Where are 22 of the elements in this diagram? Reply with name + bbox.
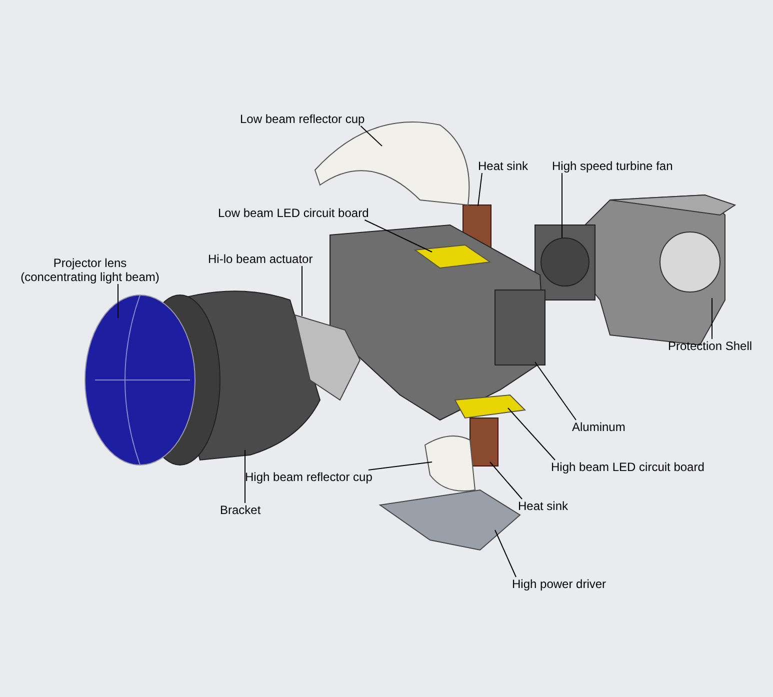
- leader-line: [478, 172, 482, 206]
- leader-line: [508, 408, 556, 460]
- part-label: Low beam LED circuit board: [218, 206, 369, 220]
- leader-line: [534, 362, 576, 420]
- part-label: Aluminum: [572, 420, 626, 434]
- leader-line: [364, 220, 432, 252]
- leader-line: [490, 462, 522, 500]
- part-label: High beam LED circuit board: [551, 460, 704, 474]
- part-label: High beam reflector cup: [245, 470, 372, 484]
- leader-line: [494, 530, 516, 578]
- part-label: High speed turbine fan: [552, 159, 673, 173]
- part-label: Bracket: [220, 503, 261, 517]
- part-label: Heat sink: [518, 499, 568, 513]
- leader-line: [368, 462, 432, 470]
- part-label: Heat sink: [478, 159, 528, 173]
- part-label: Projector lens (concentrating light beam): [15, 256, 165, 284]
- part-label: Protection Shell: [668, 339, 752, 353]
- leader-line: [244, 450, 246, 504]
- part-label: Hi-lo beam actuator: [208, 252, 313, 266]
- part-label: High power driver: [512, 577, 606, 591]
- leader-line: [360, 126, 382, 146]
- part-label: Low beam reflector cup: [240, 112, 365, 126]
